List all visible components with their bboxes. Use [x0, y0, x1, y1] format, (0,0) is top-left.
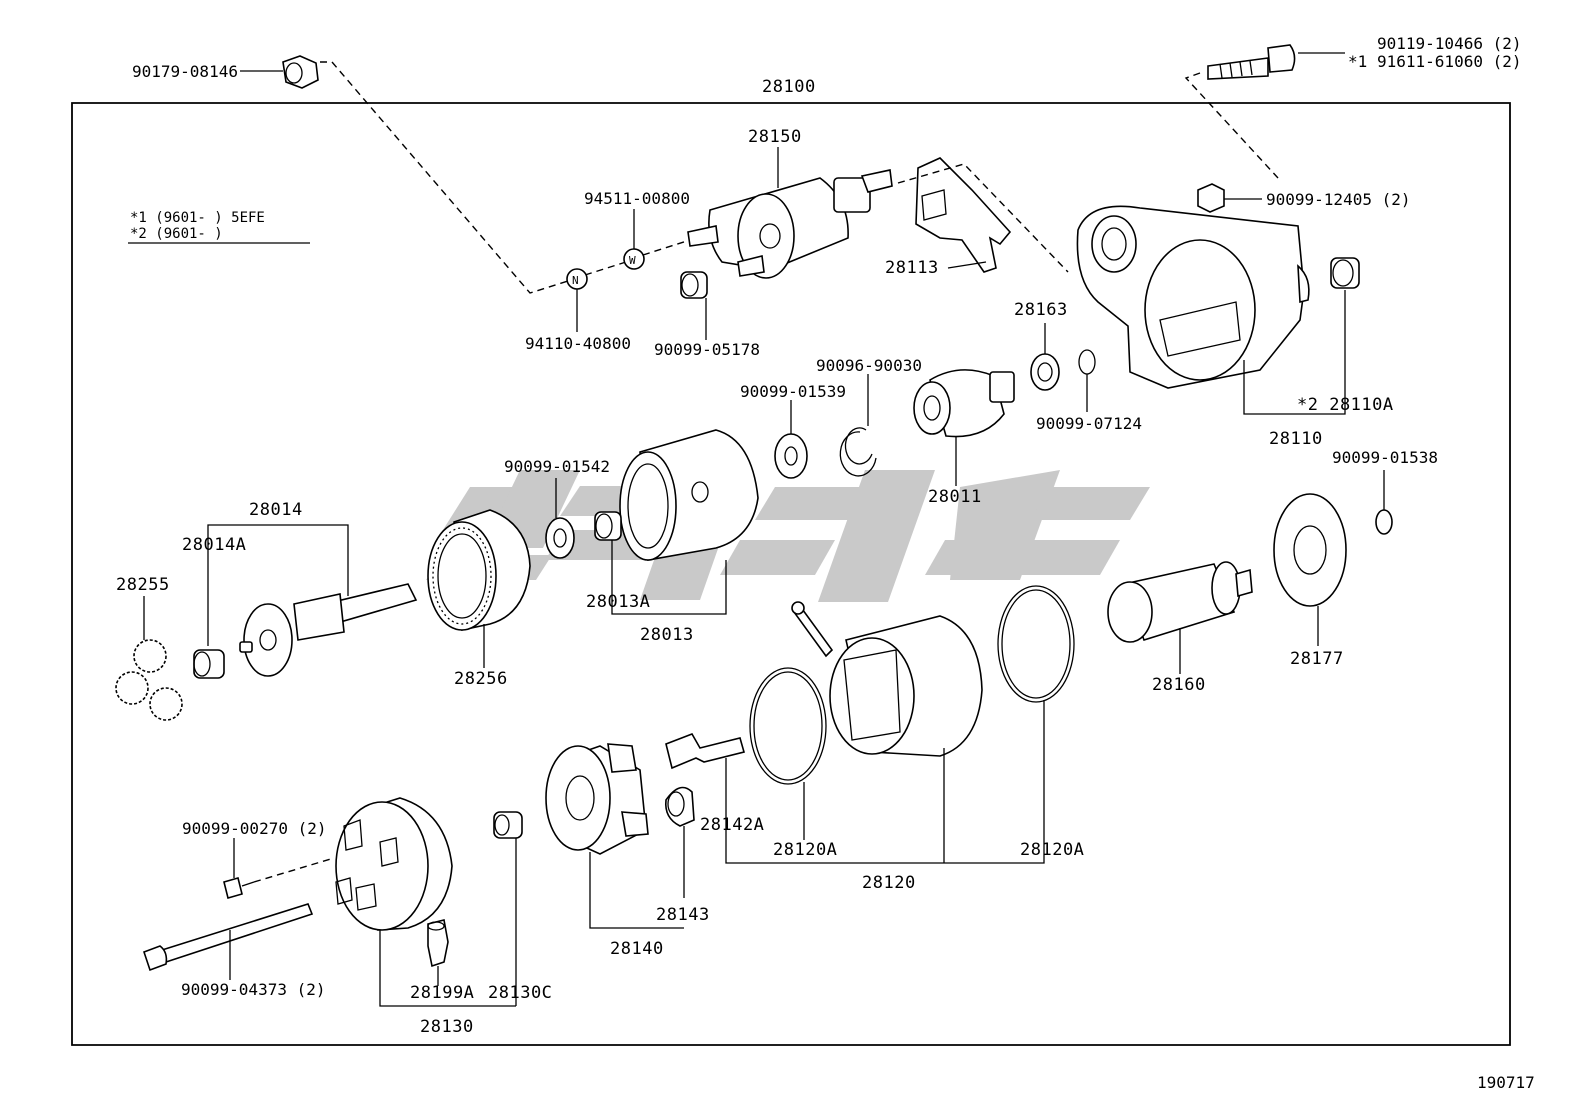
page-id: 190717 [1477, 1073, 1535, 1092]
label-94511-00800: 94511-00800 [584, 189, 690, 208]
label-91611-61060: 91611-61060 (2) [1377, 52, 1522, 71]
label-28142A: 28142A [700, 815, 764, 835]
screw-90099-00270 [223, 877, 255, 899]
label-28120A-left: 28120A [773, 840, 837, 860]
label-28120A-right: 28120A [1020, 840, 1084, 860]
grommet-28199A [427, 919, 449, 968]
bracket-28013 [611, 540, 727, 615]
end-cover-28130 [335, 797, 453, 931]
yoke-28120 [791, 601, 983, 757]
bracket-28014 [207, 524, 349, 646]
label-90119-10466: 90119-10466 (2) [1377, 34, 1522, 53]
o-ring-28120A-right [997, 585, 1075, 703]
label-28013A: 28013A [586, 592, 650, 612]
label-90099-01539: 90099-01539 [740, 382, 846, 401]
bushing-28130C [493, 811, 523, 839]
label-28199A: 28199A [410, 983, 474, 1003]
label-28130: 28130 [420, 1017, 474, 1037]
snap-ring-90096-90030 [839, 427, 877, 477]
bracket-28130 [379, 930, 516, 1007]
label-28140: 28140 [610, 939, 664, 959]
dashed-guide-nut [320, 61, 569, 294]
terminal-28113 [915, 157, 1012, 273]
note-line-1: *1 (9601- ) 5EFE [130, 210, 265, 226]
washer-w-mark: W [629, 254, 636, 267]
dashed-guide-terminal [897, 163, 1069, 273]
bushing-90099-05178 [680, 271, 708, 299]
label-28014A: 28014A [182, 535, 246, 555]
watermark-logo [426, 470, 1150, 602]
ring-90099-07124 [1078, 349, 1096, 375]
label-90179-08146: 90179-08146 [132, 62, 238, 81]
label-28110A: *2 28110A [1297, 395, 1394, 415]
bushing-28163 [1030, 353, 1060, 391]
washer-90099-01542 [545, 517, 575, 559]
leader-28113 [947, 261, 987, 269]
brush-holder-28140 [545, 743, 649, 855]
label-28256: 28256 [454, 669, 508, 689]
label-28013: 28013 [640, 625, 694, 645]
label-90099-04373: 90099-04373 (2) [181, 980, 326, 999]
spring-28142A [665, 733, 745, 770]
label-90099-12405: 90099-12405 (2) [1266, 190, 1411, 209]
washer-90099-01539 [774, 433, 808, 479]
through-bolt-90099-04373 [142, 903, 314, 972]
label-90099-05178: 90099-05178 [654, 340, 760, 359]
label-28130C: 28130C [488, 983, 552, 1003]
internal-gear-28256 [427, 509, 531, 631]
gear-housing-28013 [619, 429, 759, 561]
dashed-guide-washers [584, 261, 627, 276]
o-ring-28120A-left [749, 667, 827, 785]
label-28143: 28143 [656, 905, 710, 925]
dashed-guide-bolt [1184, 72, 1279, 179]
bushing-28014A [193, 649, 225, 679]
bracket-28140 [589, 852, 684, 929]
brush-28143 [664, 786, 695, 827]
assembly-28100-frame [71, 102, 1511, 1046]
label-28160: 28160 [1152, 675, 1206, 695]
shaft-28014 [239, 583, 418, 677]
label-28255: 28255 [116, 575, 170, 595]
label-90099-01538: 90099-01538 [1332, 448, 1438, 467]
label-28113: 28113 [885, 258, 939, 278]
label-90099-00270: 90099-00270 (2) [182, 819, 327, 838]
nut-90099-12405 [1197, 183, 1225, 213]
label-28120: 28120 [862, 873, 916, 893]
bracket-28110 [1243, 290, 1346, 415]
end-plate-28177 [1273, 493, 1347, 607]
dashed-guide-solenoid [642, 239, 691, 256]
label-28014: 28014 [249, 500, 303, 520]
housing-28110 [1076, 205, 1310, 389]
note-line-2: *2 (9601- ) [130, 226, 223, 242]
bracket-28120 [725, 700, 1045, 864]
bolt-90119-10466 [1207, 44, 1345, 80]
clutch-28011 [913, 369, 1015, 438]
label-90099-01542: 90099-01542 [504, 457, 610, 476]
label-28163: 28163 [1014, 300, 1068, 320]
label-90099-07124: 90099-07124 [1036, 414, 1142, 433]
label-90096-90030: 90096-90030 [816, 356, 922, 375]
label-28150: 28150 [748, 127, 802, 147]
washer-n-mark: N [572, 274, 579, 287]
planetary-gears-28255 [115, 639, 183, 721]
dashed-guide-screw [253, 857, 335, 883]
label-28110: 28110 [1269, 429, 1323, 449]
label-28177: 28177 [1290, 649, 1344, 669]
label-94110-40800: 94110-40800 [525, 334, 631, 353]
nut-90179-08146 [240, 55, 319, 89]
bushing-28013A [594, 511, 622, 541]
bushing-28110A [1330, 257, 1360, 289]
label-28100: 28100 [762, 77, 816, 97]
solenoid-28150 [687, 169, 893, 279]
washer-90099-01538 [1375, 509, 1393, 535]
armature-28160 [1107, 561, 1253, 643]
label-28011: 28011 [928, 487, 982, 507]
label-star1-marker: *1 [1348, 52, 1367, 71]
